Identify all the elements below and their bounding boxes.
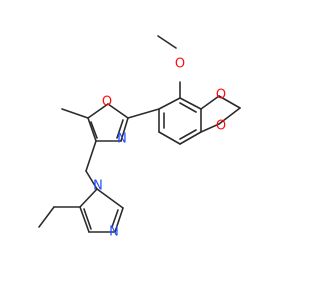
bond-oxazole-methylene-2 [85, 170, 98, 190]
oxazole-nitrogen-label: N [117, 132, 127, 147]
bond-benzene-6 [179, 97, 202, 110]
bond-benzene-1 [158, 97, 181, 110]
atom-labels: O O O O N N N [93, 57, 226, 240]
bond-benzene-inner-2 [179, 129, 197, 140]
bond-dioxole-3 [218, 107, 241, 125]
molecule-svg: O O O O N N N [38, 35, 241, 240]
bond-benzene-inner-3 [179, 102, 197, 113]
bond-oxazole-1 [107, 103, 129, 119]
methoxy-oxygen-label: O [175, 57, 185, 72]
bond-oxazole-inner-1 [90, 121, 98, 139]
molecule-diagram: O O O O N N N [38, 35, 241, 240]
bond-dioxole-1 [200, 95, 220, 110]
bond-oxazole-methyl [61, 108, 89, 119]
imidazole-n3-label: N [109, 225, 119, 240]
bond-oxazole-5 [120, 117, 129, 142]
bond-oxazole-3 [87, 117, 97, 142]
bond-oxazole-inner-2 [116, 119, 124, 139]
bond-imidazole-5 [96, 188, 124, 209]
bond-imidazole-4 [114, 207, 124, 233]
bond-ethyl-2 [38, 206, 55, 228]
imidazole-n1-label: N [93, 179, 103, 194]
bond-benzene-3 [158, 131, 181, 145]
dioxole-oxygen-top-label: O [216, 88, 226, 103]
dioxole-oxygen-bottom-label: O [216, 119, 226, 134]
bond-imidazole-1 [79, 188, 98, 208]
bond-oxazole-methylene-1 [85, 140, 97, 172]
bond-dioxole-2 [218, 95, 241, 109]
bond-imidazole-inner-1 [83, 208, 92, 230]
bond-lines [38, 35, 241, 233]
oxazole-oxygen-label: O [102, 95, 112, 110]
bond-dioxole-4 [200, 123, 220, 133]
bond-benzene-4 [179, 131, 202, 145]
bond-methoxy-methyl [157, 35, 177, 49]
bond-oxazole-2 [87, 103, 109, 119]
bond-aryl-oxazole [127, 108, 160, 119]
bond-imidazole-2 [79, 206, 90, 233]
bond-imidazole-inner-2 [111, 209, 119, 228]
